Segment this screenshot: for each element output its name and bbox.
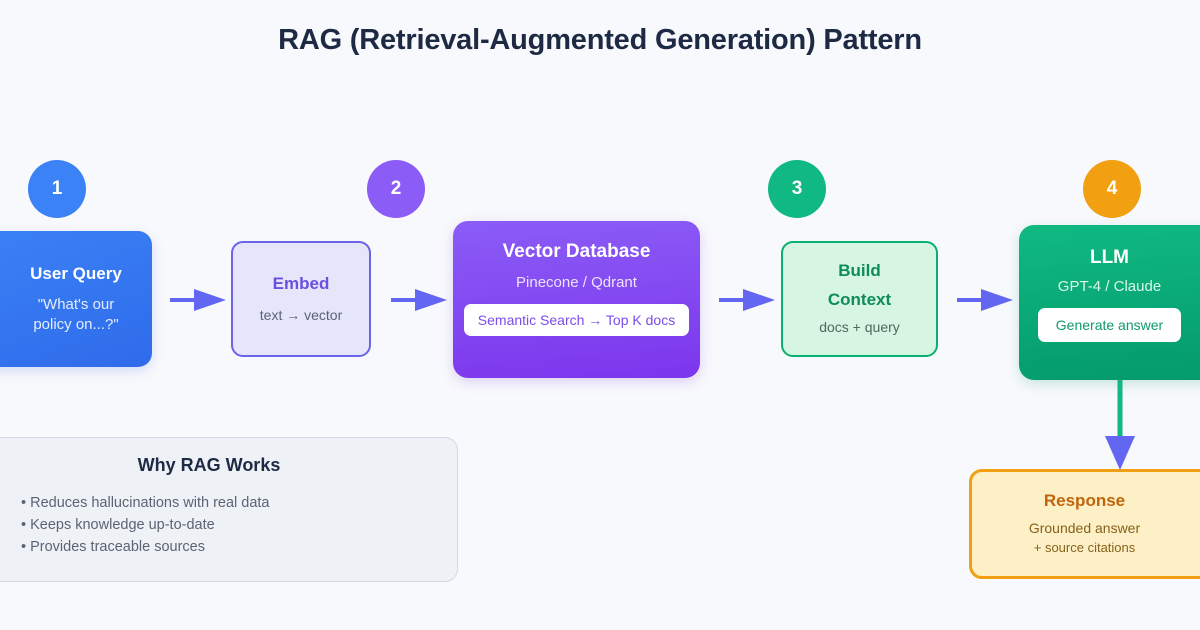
step-circle-3: 3 <box>768 160 826 218</box>
node-embed-sub: text → vector <box>259 306 343 323</box>
step-circle-4: 4 <box>1083 160 1141 218</box>
step-number-3: 3 <box>791 178 803 199</box>
why-rag-works-title: Why RAG Works <box>137 455 281 475</box>
node-response-sub-line2: + source citations <box>1033 539 1136 555</box>
arrow-user-query-to-embed <box>170 289 226 311</box>
node-build-context[interactable]: Build Context docs + query <box>781 241 938 357</box>
step-number-2: 2 <box>390 178 402 199</box>
node-user-query-title: User Query <box>30 263 122 283</box>
why-rag-bullet-2: • Provides traceable sources <box>21 539 205 556</box>
why-rag-works-panel: Why RAG Works • Reduces hallucinations w… <box>0 437 458 582</box>
node-vector-database-title: Vector Database <box>502 241 651 262</box>
node-llm[interactable]: LLM GPT-4 / Claude Generate answer <box>1019 225 1200 380</box>
step-circle-2: 2 <box>367 160 425 218</box>
arrow-build-context-to-llm <box>957 289 1013 311</box>
step-circle-1: 1 <box>28 160 86 218</box>
arrow-embed-to-vectordb <box>391 289 447 311</box>
node-build-context-title-line2: Context <box>827 289 892 309</box>
node-build-context-title-line1: Build <box>838 261 881 281</box>
node-llm-sub: GPT-4 / Claude <box>1057 277 1162 295</box>
node-response[interactable]: Response Grounded answer + source citati… <box>969 469 1200 579</box>
node-build-context-sub: docs + query <box>819 319 900 336</box>
node-embed-title: Embed <box>272 274 330 294</box>
step-number-1: 1 <box>51 178 63 199</box>
arrow-llm-to-response <box>1105 380 1135 470</box>
why-rag-bullet-0: • Reduces hallucinations with real data <box>21 495 270 511</box>
node-vector-database[interactable]: Vector Database Pinecone / Qdrant Semant… <box>453 221 700 378</box>
node-response-title: Response <box>1043 491 1126 511</box>
why-rag-bullet-1: • Keeps knowledge up-to-date <box>21 517 215 534</box>
node-llm-chip[interactable]: Generate answer <box>1037 308 1182 343</box>
node-user-query-sub-line2: policy on...?" <box>33 315 119 333</box>
node-vector-database-sub: Pinecone / Qdrant <box>516 273 637 291</box>
step-number-4: 4 <box>1106 178 1118 199</box>
arrow-vectordb-to-build-context <box>719 289 775 311</box>
node-llm-title: LLM <box>1089 247 1130 268</box>
node-user-query-sub-line1: "What's our <box>37 296 115 314</box>
node-vector-database-chip[interactable]: Semantic Search → Top K docs <box>463 304 690 337</box>
page-title: RAG (Retrieval-Augmented Generation) Pat… <box>278 24 922 56</box>
node-embed[interactable]: Embed text → vector <box>231 241 371 357</box>
node-user-query[interactable]: User Query "What's our policy on...?" <box>0 231 152 367</box>
node-response-sub-line1: Grounded answer <box>1028 519 1141 536</box>
